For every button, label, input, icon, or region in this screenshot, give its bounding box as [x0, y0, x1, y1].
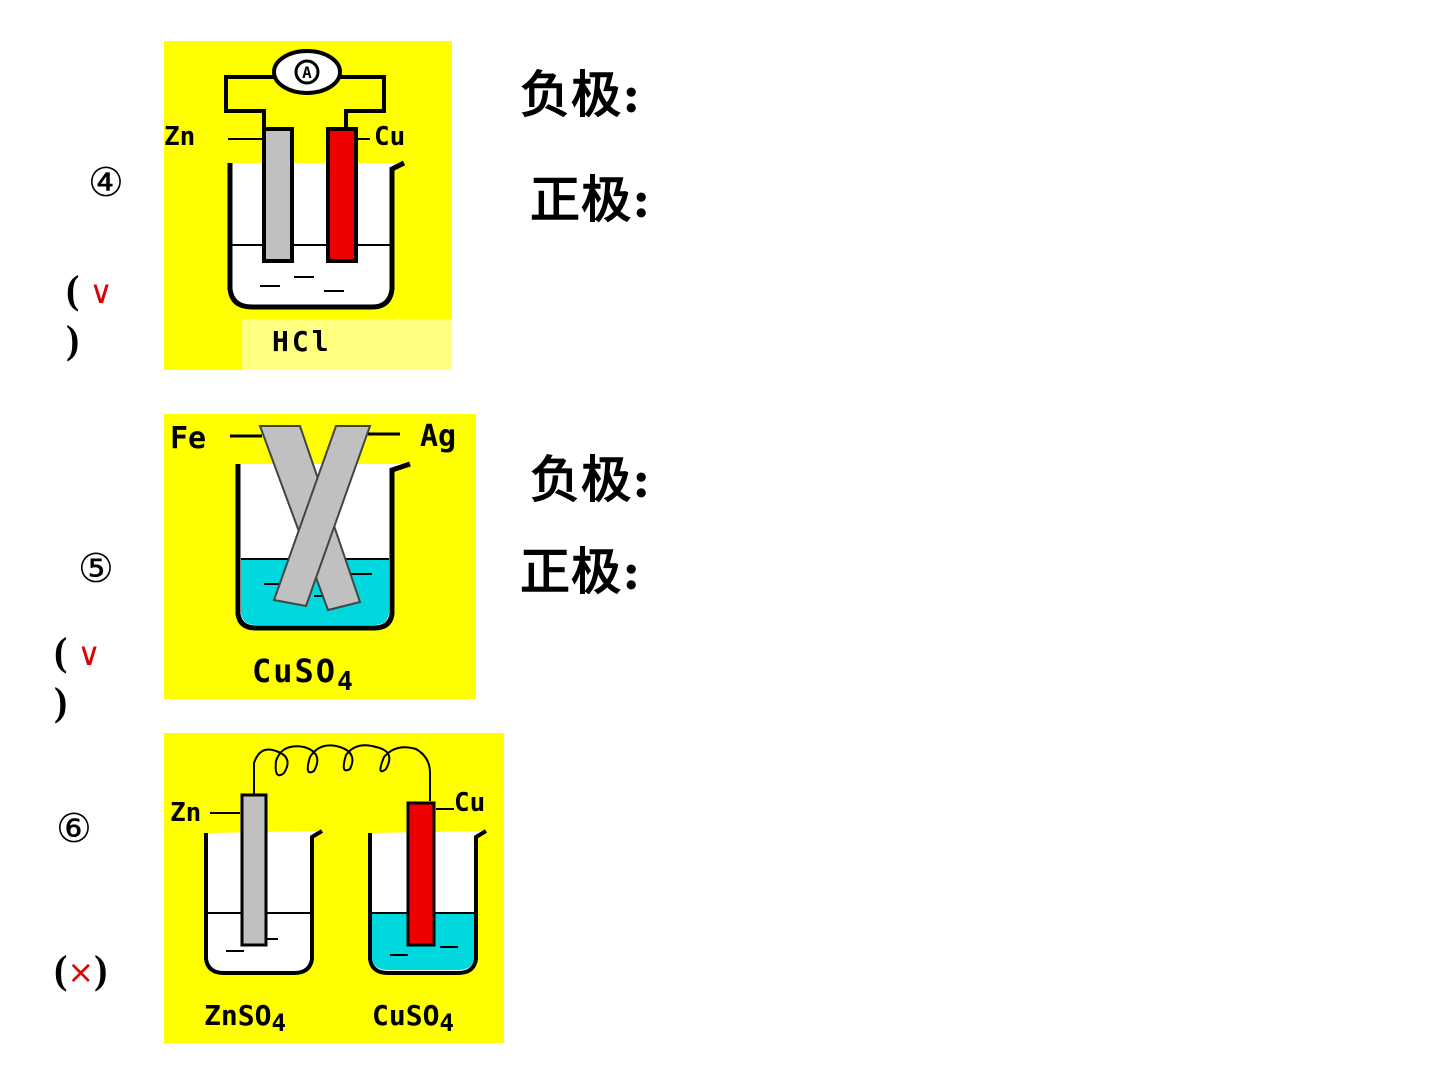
galvanic-cell-zn-cu-hcl: A Zn Cu HCl	[164, 49, 452, 370]
copper-label: Cu	[454, 788, 485, 818]
item-6-diagram: Zn Cu ZnSO4 CuSO4	[164, 733, 504, 1043]
item-4-positive-label: 正极:	[530, 170, 652, 229]
item-4-negative-label: 负极:	[520, 65, 642, 124]
ammeter-icon	[272, 49, 342, 95]
two-beaker-cell: Zn Cu ZnSO4 CuSO4	[170, 744, 488, 1037]
copper-electrode	[326, 127, 358, 263]
iron-label: Fe	[170, 421, 206, 456]
item-5-mark-open: (	[54, 629, 68, 674]
cell-fe-ag-cuso4: Fe Ag CuSO4	[170, 419, 456, 697]
zinc-label: Zn	[170, 798, 201, 828]
silver-label: Ag	[420, 419, 456, 454]
zinc-label: Zn	[164, 122, 195, 152]
item-6-mark-open: (	[54, 947, 68, 992]
item-6-mark-close: )	[94, 947, 108, 992]
item-4-judgement: ( ∨ )	[66, 266, 113, 364]
cross-icon: ×	[67, 953, 95, 991]
item-5-number: ⑤	[78, 546, 114, 592]
copper-label: Cu	[374, 122, 405, 152]
item-5-diagram: Fe Ag CuSO4	[164, 414, 476, 699]
zinc-electrode	[240, 793, 268, 947]
solution-label: CuSO4	[252, 652, 355, 697]
item-6-judgement: (×)	[54, 946, 107, 996]
copper-electrode	[406, 801, 436, 947]
check-icon: ∨	[89, 273, 113, 311]
check-icon: ∨	[77, 635, 101, 673]
item-4-number: ④	[88, 160, 124, 206]
znso4-label: ZnSO4	[204, 999, 286, 1037]
silver-electrode	[272, 425, 372, 608]
item-6-number: ⑥	[56, 806, 92, 852]
zinc-electrode	[262, 127, 294, 263]
item-5-negative-label: 负极:	[530, 450, 652, 509]
cuso4-label: CuSO4	[372, 999, 454, 1037]
ammeter-label: A	[302, 63, 312, 82]
item-4-mark-close: )	[66, 317, 80, 362]
item-5-positive-label: 正极:	[520, 542, 642, 601]
item-4-diagram: A Zn Cu HCl	[164, 41, 452, 370]
item-4-mark-open: (	[66, 267, 80, 312]
wire-coil	[253, 744, 431, 801]
item-5-mark-close: )	[54, 679, 68, 724]
solution-label: HCl	[272, 325, 332, 358]
item-5-judgement: ( ∨ )	[54, 628, 101, 726]
